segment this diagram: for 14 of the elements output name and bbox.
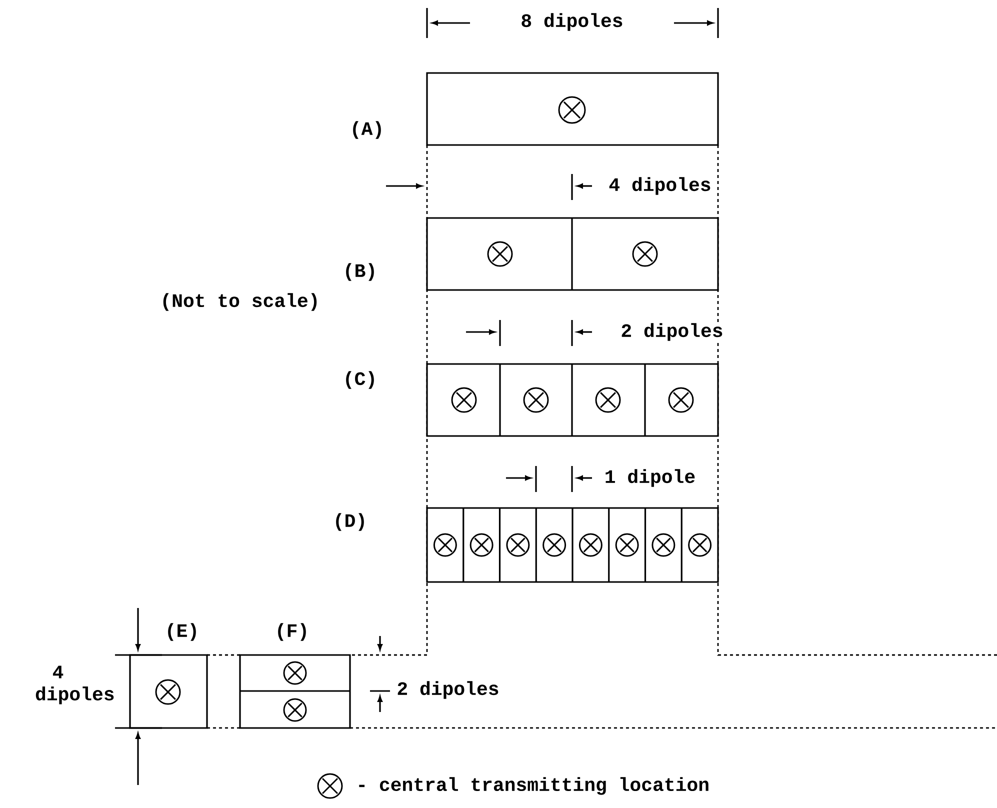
- legend-text: - central transmitting location: [359, 777, 708, 795]
- dimension-label: (E): [164, 622, 200, 642]
- dimension-label: 1 dipole: [603, 468, 697, 488]
- dimension-label: 2 dipoles: [620, 322, 724, 342]
- dimension-label: (B): [342, 262, 378, 282]
- dimension-label: 4 dipoles: [34, 664, 114, 706]
- dimension-label: (C): [342, 370, 378, 390]
- dimension-label: (F): [274, 622, 310, 642]
- dimension-label: 4 dipoles: [608, 176, 712, 196]
- dimension-label: (A): [348, 120, 386, 140]
- dimension-label: (D): [332, 512, 368, 532]
- dimension-label: 8 dipoles: [520, 12, 624, 32]
- dimension-label: 2 dipoles: [396, 680, 500, 700]
- dimension-label: (Not to scale): [159, 292, 321, 312]
